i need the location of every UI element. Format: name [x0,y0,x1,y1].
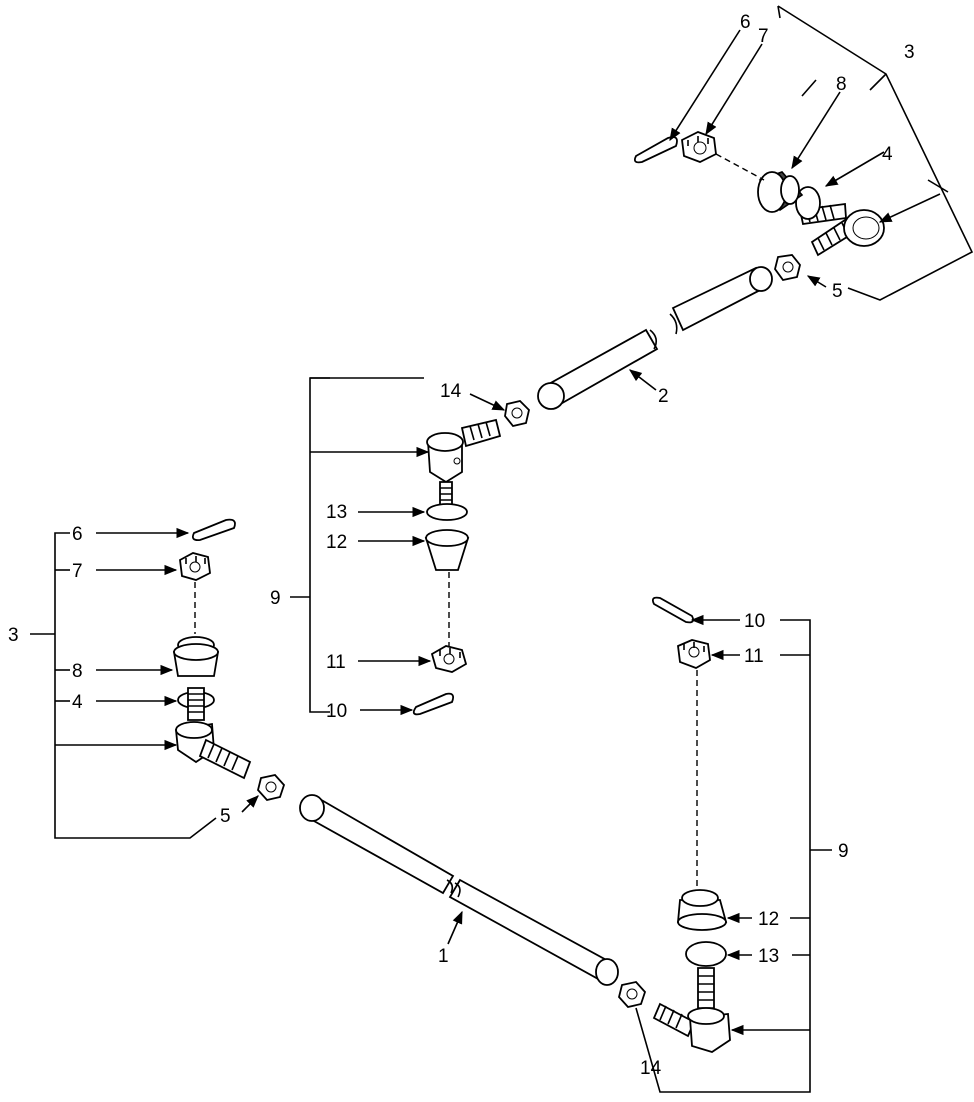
callout-2: 2 [658,386,669,407]
tube-2 [537,266,773,410]
callout-9-right: 9 [838,841,849,862]
dust-boot-12-mid [424,529,470,571]
callout-3-left: 3 [8,625,19,646]
callout-4-top: 4 [882,144,893,165]
jam-nut-14-mid [504,400,530,428]
callout-5-top: 5 [832,281,843,302]
tie-rod-end-right [652,967,731,1053]
callout-5-left: 5 [220,806,231,827]
callout-13-mid: 13 [326,502,347,523]
jam-nut-5-top [774,254,801,282]
leader-lines [30,5,974,1093]
callout-10-right: 10 [744,611,765,632]
tie-rod-end-mid [426,418,502,513]
jam-nut-14-right [618,981,647,1008]
castle-nut-11-mid [430,645,468,673]
callout-11-mid: 11 [326,652,346,673]
callout-6-top: 6 [740,12,751,33]
cotter-pin-10-right [651,596,695,624]
callout-8-top: 8 [836,74,847,95]
callout-14-mid: 14 [440,381,462,402]
cotter-pin-6-top [633,136,678,164]
castle-nut-11-right [677,639,711,669]
callout-11-right: 11 [744,646,764,667]
dust-boot-8-left [172,636,220,677]
callout-10-mid: 10 [326,701,347,722]
callout-7-top: 7 [758,26,769,47]
castle-nut-7-left [179,552,211,581]
jam-nut-5-left [257,774,286,801]
tube-1 [299,794,619,986]
dust-boot-12-right [677,889,728,931]
cotter-pin-10-mid [412,692,455,716]
tie-rod-end-left [175,687,252,780]
callout-labels: 6 7 3 8 4 5 14 2 13 12 9 11 10 6 7 3 8 4… [8,12,915,1079]
dust-boot-8-top [757,171,804,213]
callout-12-mid: 12 [326,532,347,553]
callout-1: 1 [438,946,449,967]
callout-12-right: 12 [758,909,779,930]
castle-nut-7-top [681,131,717,163]
callout-9-mid: 9 [270,588,281,609]
callout-7-left: 7 [72,561,83,582]
callout-13-right: 13 [758,946,779,967]
callout-14-right: 14 [640,1058,662,1079]
o-ring-13-right [685,941,727,967]
cotter-pin-6-left [191,518,236,542]
callout-6-left: 6 [72,524,83,545]
callout-4-left: 4 [72,692,83,713]
callout-8-left: 8 [72,661,83,682]
callout-3-top: 3 [904,42,915,63]
o-ring-13-mid [426,503,468,521]
